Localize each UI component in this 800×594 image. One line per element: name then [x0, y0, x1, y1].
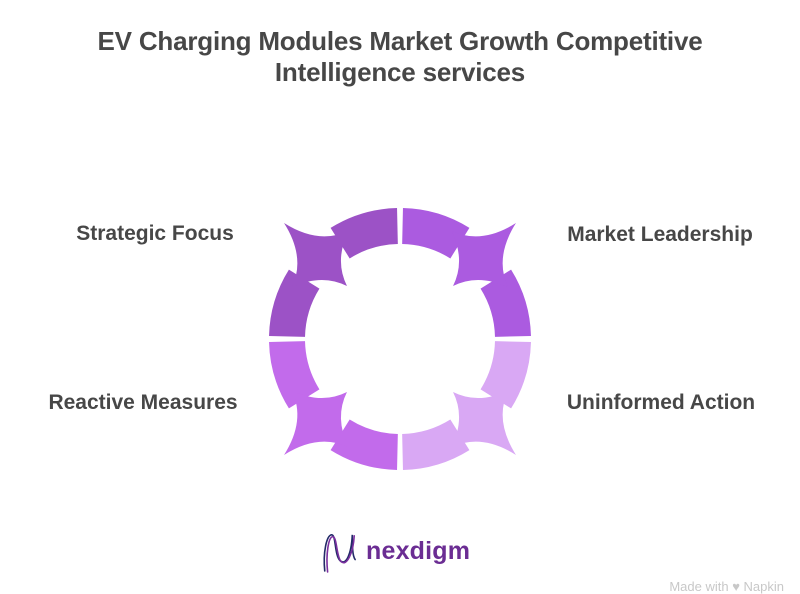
- cycle-arc: [269, 341, 320, 409]
- cycle-arc: [480, 341, 531, 409]
- segment-label-uninformed-action: Uninformed Action: [566, 391, 756, 414]
- cycle-arc: [480, 269, 531, 337]
- watermark: Made with ♥ Napkin: [669, 579, 784, 594]
- cycle-arc: [330, 419, 398, 470]
- arrowhead-star-icon: [284, 223, 349, 288]
- segment-label-strategic-focus: Strategic Focus: [76, 222, 234, 245]
- logo-stroke-secondary: [326, 534, 356, 573]
- nexdigm-wordmark: nexdigm: [366, 536, 471, 565]
- arrowhead-star-icon: [451, 223, 516, 288]
- cycle-segment-bottom-left: [269, 341, 398, 470]
- cycle-arc: [402, 419, 470, 470]
- cycle-segment-top-left: [269, 208, 398, 337]
- nexdigm-logo: nexdigm: [320, 529, 470, 573]
- segment-label-market-leadership: Market Leadership: [567, 223, 753, 246]
- cycle-diagram: [269, 208, 531, 470]
- nexdigm-n-icon: [323, 534, 356, 573]
- segment-label-reactive-measures: Reactive Measures: [48, 391, 238, 414]
- cycle-segment-top-right: [402, 208, 531, 337]
- page-title: EV Charging Modules Market Growth Compet…: [97, 26, 703, 87]
- arrowhead-star-icon: [451, 390, 516, 455]
- cycle-arc: [402, 208, 470, 259]
- cycle-segment-bottom-right: [402, 341, 531, 470]
- cycle-arc: [269, 269, 320, 337]
- cycle-arc: [330, 208, 398, 259]
- arrowhead-star-icon: [284, 390, 349, 455]
